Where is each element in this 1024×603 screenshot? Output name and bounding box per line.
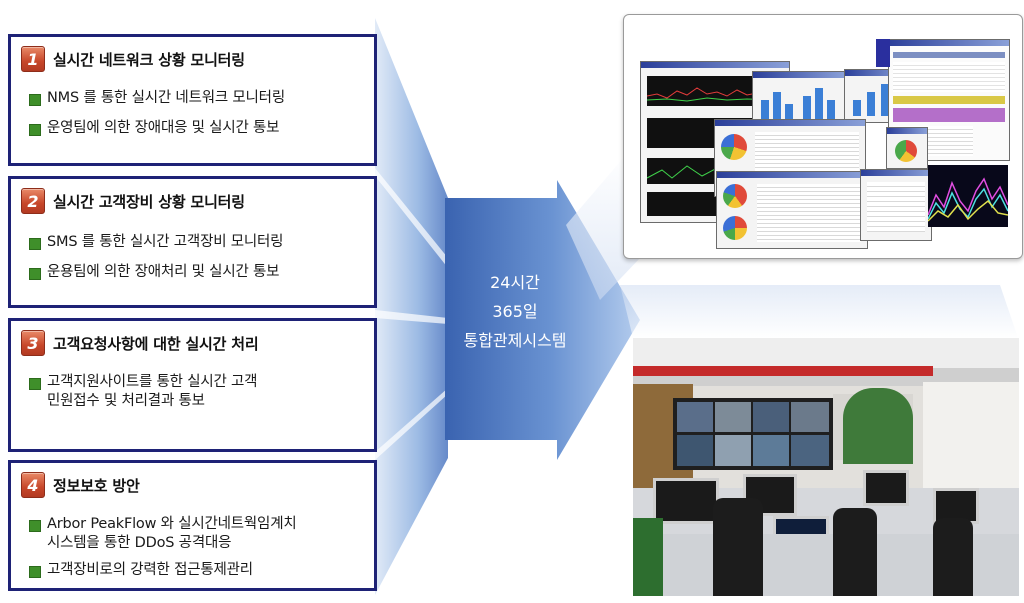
bullet-square-icon [29,566,41,578]
bullet-square-icon [29,94,41,106]
center-line-3: 통합관제시스템 [463,331,567,350]
number-badge-1: 1 [21,46,45,72]
box-title-3: 고객요청사항에 대한 실시간 처리 [53,334,259,353]
funnel-fan [375,18,448,595]
software-window [860,169,932,241]
monitoring-software-screenshot [623,14,1023,259]
bullet-square-icon [29,124,41,136]
number-badge-2: 2 [21,188,45,214]
funnel-gap-3 [375,388,448,460]
number-badge-4: 4 [21,472,45,498]
beam-up [566,150,640,300]
funnel-gap-2 [375,310,448,324]
bullet-item: 고객지원사이트를 통한 실시간 고객 민원접수 및 처리결과 통보 [29,373,366,411]
bullet-square-icon [29,268,41,280]
box-3: 3 고객요청사항에 대한 실시간 처리 고객지원사이트를 통한 실시간 고객 민… [8,318,377,452]
box-1: 1 실시간 네트워크 상황 모니터링 NMS 를 통한 실시간 네트워크 모니터… [8,34,377,166]
bullet-item: 고객장비로의 강력한 접근통제관리 [29,561,366,580]
bullet-item: NMS 를 통한 실시간 네트워크 모니터링 [29,89,366,108]
bullet-item: 운용팀에 의한 장애처리 및 실시간 통보 [29,263,366,282]
center-line-1: 24시간 [490,273,540,292]
control-room-photo [633,338,1019,596]
bullet-square-icon [29,238,41,250]
software-window [886,127,928,169]
box-title-4: 정보보호 방안 [53,476,140,495]
bullet-item: Arbor PeakFlow 와 실시간네트웍임계치 시스템을 통한 DDoS … [29,515,366,553]
software-window [716,171,868,249]
beam-down [620,285,1018,338]
bullet-square-icon [29,520,41,532]
bullet-item: 운영팀에 의한 장애대응 및 실시간 통보 [29,119,366,138]
number-badge-3: 3 [21,330,45,356]
box-title-1: 실시간 네트워크 상황 모니터링 [53,50,245,69]
center-label: 24시간 365일 통합관제시스템 [445,268,585,355]
box-4: 4 정보보호 방안 Arbor PeakFlow 와 실시간네트웍임계치 시스템… [8,460,377,591]
funnel-gap-1 [375,168,448,268]
bullet-item: SMS 를 통한 실시간 고객장비 모니터링 [29,233,366,252]
box-title-2: 실시간 고객장비 상황 모니터링 [53,192,245,211]
box-2: 2 실시간 고객장비 상황 모니터링 SMS 를 통한 실시간 고객장비 모니터… [8,176,377,308]
center-line-2: 365일 [492,302,538,321]
bullet-square-icon [29,378,41,390]
